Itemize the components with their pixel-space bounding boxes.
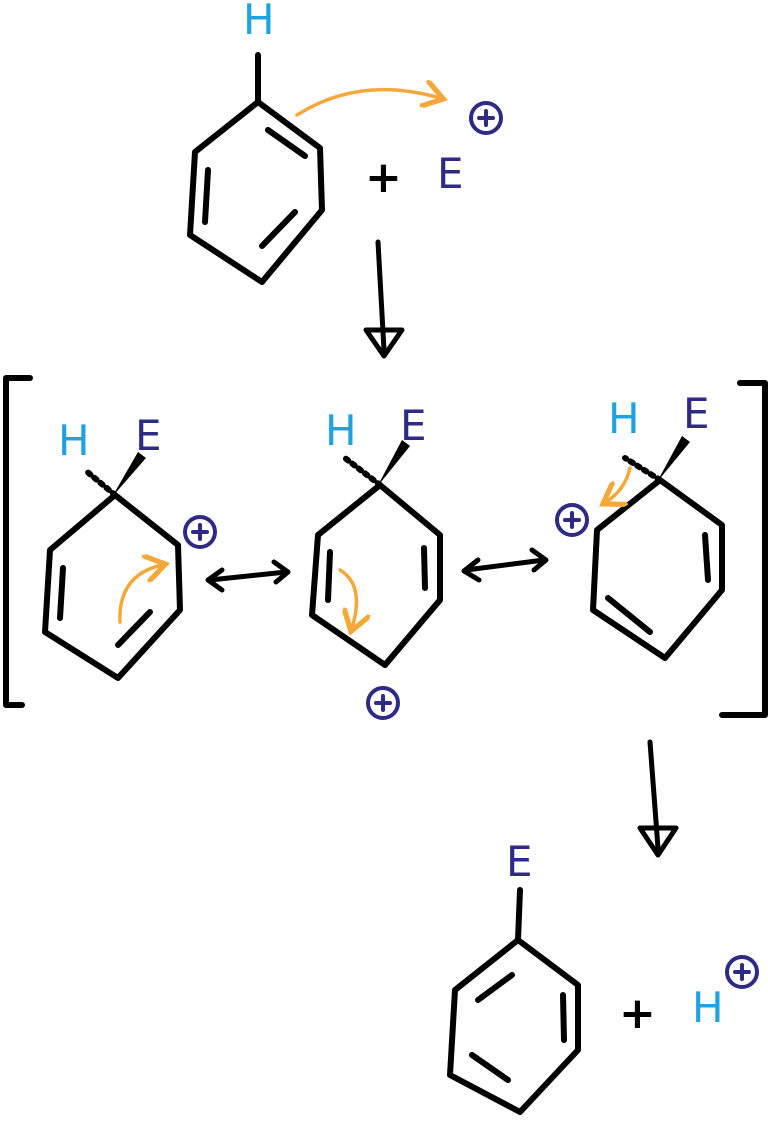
hydrogen-label: H bbox=[325, 406, 357, 455]
reaction-arrow-down-icon bbox=[363, 239, 405, 359]
positive-charge-icon bbox=[555, 503, 589, 537]
electron-flow-arrow bbox=[606, 466, 632, 502]
reactant-benzene bbox=[187, 52, 325, 285]
reactant-hydrogen-label: H bbox=[243, 0, 275, 44]
plus-sign: + bbox=[365, 152, 402, 203]
resonance-structure-2 bbox=[309, 440, 443, 668]
electrophile-label: E bbox=[683, 389, 710, 438]
resonance-double-arrow-icon bbox=[205, 559, 291, 593]
left-bracket bbox=[3, 375, 33, 708]
hydrogen-label: H bbox=[58, 416, 90, 465]
proton-label: H bbox=[692, 983, 724, 1032]
positive-charge-icon bbox=[725, 955, 759, 989]
electron-flow-arrow bbox=[295, 90, 440, 117]
resonance-double-arrow-icon bbox=[461, 547, 549, 583]
electrophile-label: E bbox=[437, 149, 464, 198]
hydrogen-label: H bbox=[608, 394, 640, 443]
electrophile-label: E bbox=[400, 401, 427, 450]
electron-flow-arrow bbox=[118, 565, 162, 624]
right-bracket bbox=[719, 380, 768, 718]
product-benzene bbox=[447, 887, 581, 1115]
positive-charge-icon bbox=[469, 101, 503, 135]
product-electrophile-label: E bbox=[506, 837, 533, 886]
electron-flow-arrow bbox=[338, 568, 356, 628]
positive-charge-icon bbox=[183, 515, 217, 549]
resonance-structure-1 bbox=[42, 452, 183, 681]
reaction-arrow-down-icon bbox=[637, 739, 679, 858]
positive-charge-icon bbox=[366, 686, 400, 720]
resonance-structure-3 bbox=[590, 436, 725, 661]
electrophile-label: E bbox=[135, 411, 162, 460]
plus-sign: + bbox=[619, 988, 656, 1039]
